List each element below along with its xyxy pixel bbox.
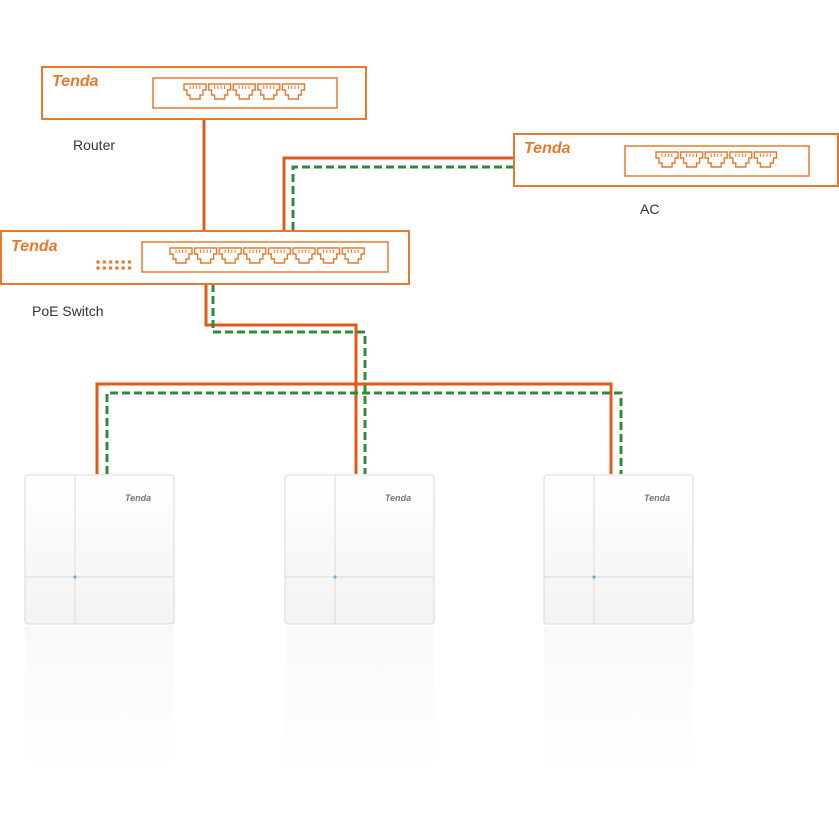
status-led bbox=[102, 260, 107, 264]
router-port-icon bbox=[257, 83, 281, 100]
access-point-2: Tenda bbox=[284, 474, 435, 776]
ac-to-switch-power-link bbox=[282, 156, 514, 232]
access-point-body bbox=[284, 474, 435, 625]
access-points: Tenda Tenda Tenda bbox=[24, 474, 694, 776]
poe-switch-logo: Tenda bbox=[11, 238, 58, 255]
ac-logo: Tenda bbox=[524, 140, 571, 157]
access-point-logo: Tenda bbox=[125, 493, 151, 503]
poe-switch-port-icon bbox=[218, 247, 242, 264]
ac-port-icon bbox=[679, 151, 704, 168]
ac-port-icon bbox=[729, 151, 753, 168]
ac-label: AC bbox=[640, 201, 660, 217]
status-led bbox=[127, 260, 132, 264]
access-point-body bbox=[543, 474, 694, 625]
ap-bus-data-link bbox=[105, 391, 623, 474]
ac-port-icon bbox=[655, 151, 679, 168]
access-point-reflection bbox=[285, 626, 434, 776]
ac-ports bbox=[655, 151, 778, 168]
access-point-led bbox=[73, 575, 77, 579]
poe-switch-label: PoE Switch bbox=[32, 303, 104, 319]
router-port-icon bbox=[232, 83, 256, 100]
ac-port-icon bbox=[753, 151, 778, 168]
switch-to-hub-data-link bbox=[211, 284, 367, 474]
status-led bbox=[108, 266, 113, 270]
poe-switch-device: Tenda bbox=[0, 230, 410, 285]
access-point-logo: Tenda bbox=[644, 493, 670, 503]
poe-switch-port-icon bbox=[193, 247, 218, 264]
access-point-3: Tenda bbox=[543, 474, 694, 776]
poe-switch-port-icon bbox=[341, 247, 365, 264]
status-led bbox=[127, 266, 132, 270]
poe-switch-status-leds bbox=[96, 260, 132, 270]
router-device: Tenda bbox=[41, 66, 367, 120]
ac-device: Tenda bbox=[513, 133, 839, 187]
poe-switch-port-icon bbox=[169, 247, 193, 264]
access-point-logo: Tenda bbox=[385, 493, 411, 503]
access-point-1: Tenda bbox=[24, 474, 175, 776]
poe-switch-port-icon bbox=[267, 247, 292, 264]
router-label: Router bbox=[73, 137, 116, 153]
router-logo: Tenda bbox=[52, 73, 99, 90]
status-led bbox=[108, 260, 113, 264]
access-point-body bbox=[24, 474, 175, 625]
poe-switch-port-icon bbox=[292, 247, 316, 264]
access-point-reflection bbox=[544, 626, 693, 776]
poe-switch-port-icon bbox=[316, 247, 341, 264]
status-led bbox=[96, 266, 100, 270]
router-port-icon bbox=[207, 83, 232, 100]
status-led bbox=[96, 260, 100, 264]
access-point-led bbox=[592, 575, 596, 579]
poe-switch-port-icon bbox=[243, 247, 267, 264]
ac-to-switch-data-link bbox=[291, 165, 514, 232]
access-point-led bbox=[333, 575, 337, 579]
router-ports bbox=[183, 83, 306, 100]
ac-port-icon bbox=[704, 151, 728, 168]
access-point-reflection bbox=[25, 626, 174, 776]
connection-lines bbox=[95, 120, 623, 474]
status-led bbox=[121, 266, 125, 270]
poe-switch-ports bbox=[169, 247, 365, 264]
router-port-icon bbox=[183, 83, 207, 100]
status-led bbox=[115, 260, 119, 264]
status-led bbox=[115, 266, 119, 270]
status-led bbox=[102, 266, 107, 270]
router-port-icon bbox=[281, 83, 306, 100]
status-led bbox=[121, 260, 125, 264]
ap-bus-power-link bbox=[95, 382, 613, 474]
switch-to-hub-power-link bbox=[204, 284, 358, 474]
